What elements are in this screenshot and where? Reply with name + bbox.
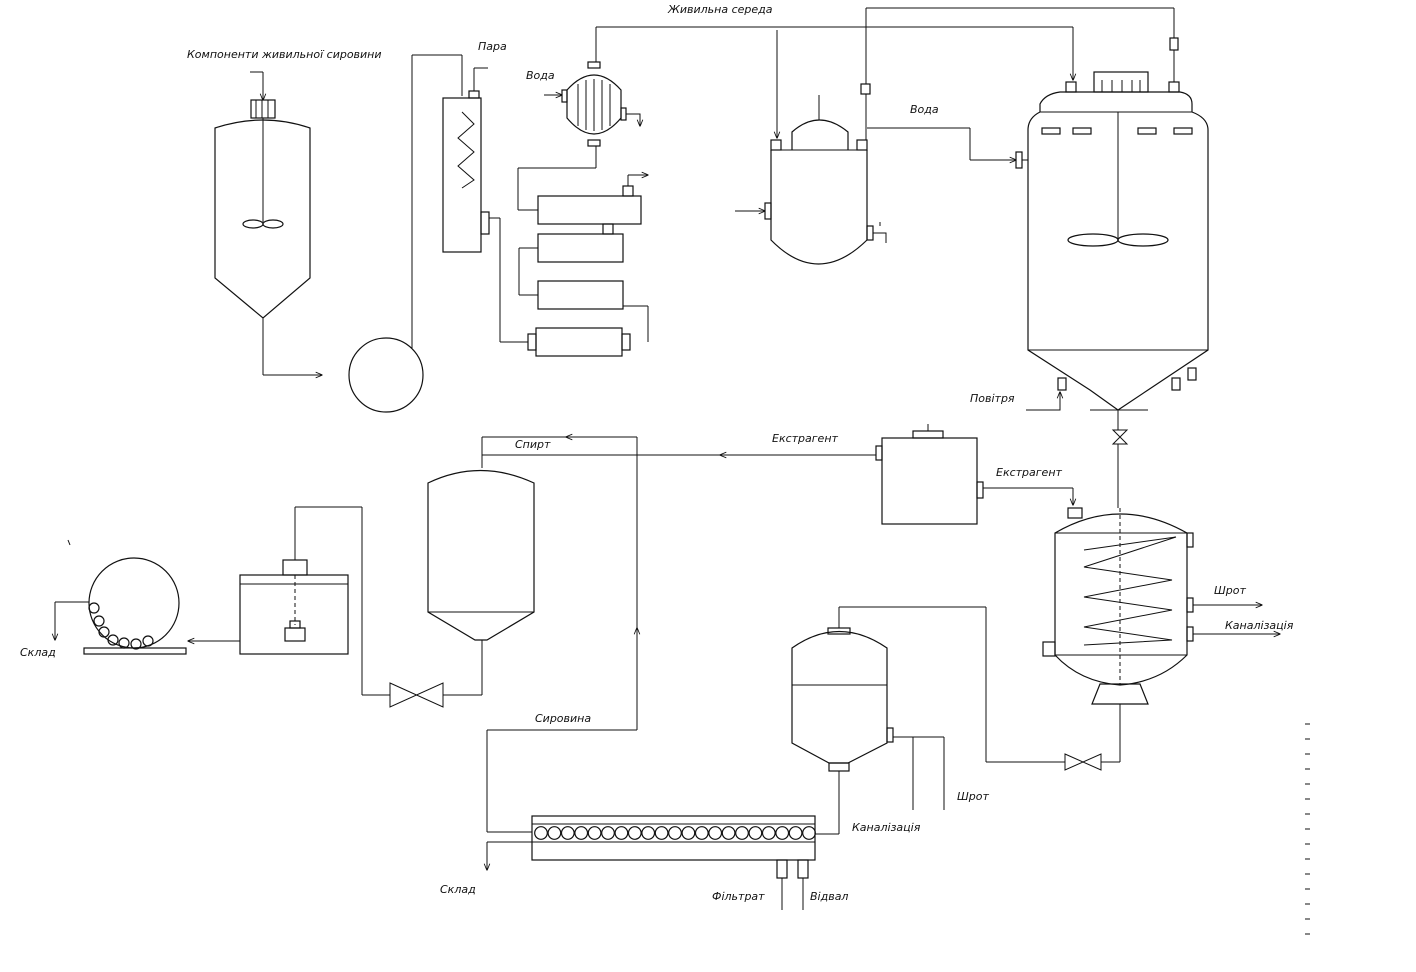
filter-roller [802, 826, 816, 840]
scale-marks [1305, 723, 1310, 935]
sterilizer-tubes [518, 175, 648, 357]
drum-granulator [55, 539, 187, 655]
filter-roller [668, 826, 682, 840]
fermenter [1015, 71, 1209, 508]
filter-roller [534, 826, 548, 840]
granule [93, 615, 105, 627]
granule [142, 635, 154, 647]
label-waste: Відвал [810, 890, 848, 903]
steam-heater [442, 67, 528, 343]
filter-roller [748, 826, 763, 840]
label-warehouse-drum: Склад [20, 646, 56, 659]
label-alcohol: Спирт [515, 438, 551, 451]
granule [107, 634, 119, 646]
evaporator [294, 470, 535, 708]
label-feed-components: Компоненти живильної сировини [187, 48, 382, 61]
filter-roller [788, 826, 803, 840]
filter-roller [761, 826, 776, 840]
label-water-reactor: Вода [910, 103, 939, 116]
dryer [188, 559, 349, 655]
label-warehouse-filter: Склад [440, 883, 476, 896]
label-extractant-main: Екстрагент [772, 432, 839, 445]
label-water-condenser: Вода [526, 69, 555, 82]
label-extractant-feed: Екстрагент [996, 466, 1063, 479]
filter-roller [735, 826, 749, 840]
pump [348, 54, 463, 413]
extractant-tank [482, 424, 1073, 525]
filter-roller [614, 826, 629, 840]
granule [88, 602, 100, 614]
filter-roller [560, 826, 575, 840]
belt-filter [481, 437, 816, 910]
filter-roller [574, 826, 589, 840]
label-sewer-extractor: Каналізація [1225, 619, 1294, 632]
filter-roller [708, 826, 723, 840]
label-nutrient-medium: Живильна середа [667, 3, 773, 16]
filter-roller [775, 826, 790, 840]
settler [791, 627, 945, 835]
filter-roller [681, 826, 696, 840]
label-filtrate: Фільтрат [712, 890, 765, 903]
filter-roller [587, 826, 602, 840]
label-air: Повітря [970, 392, 1015, 405]
inoculum-vessel [735, 83, 1016, 265]
extractor [838, 507, 1280, 771]
label-sewer-filter: Каналізація [852, 821, 921, 834]
mixing-tank [214, 71, 322, 375]
filter-roller [627, 826, 642, 840]
granule [130, 638, 142, 650]
nutrient-medium-line [596, 7, 1179, 138]
filter-roller [694, 826, 709, 840]
label-meal-extractor: Шрот [1214, 584, 1246, 597]
filter-roller [547, 826, 562, 840]
condenser [517, 27, 640, 211]
filter-roller [654, 826, 669, 840]
label-steam: Пара [478, 40, 507, 53]
label-raw-material: Сировина [535, 712, 591, 725]
filter-roller [721, 826, 736, 840]
filter-roller [641, 826, 656, 840]
granule [98, 626, 110, 638]
filter-roller [601, 826, 615, 840]
label-meal-settler: Шрот [957, 790, 989, 803]
